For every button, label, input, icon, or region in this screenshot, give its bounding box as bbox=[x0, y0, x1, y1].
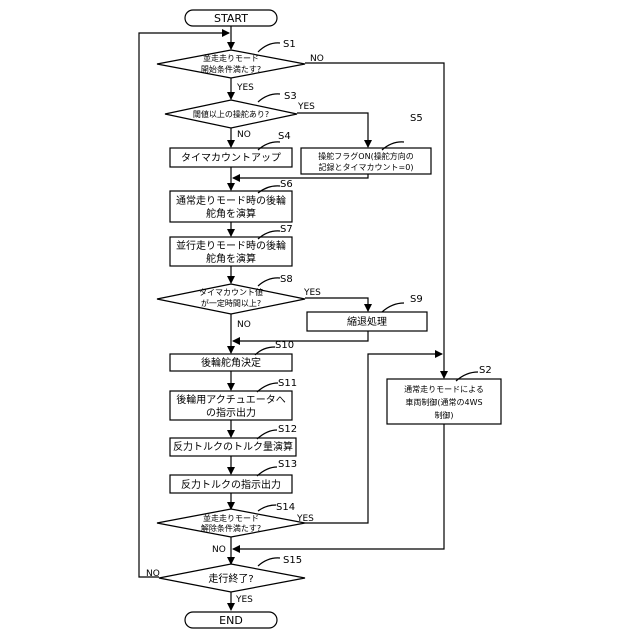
process-s7-line2: 舵角を演算 bbox=[206, 252, 256, 265]
process-s13: 反力トルクの指示出力 bbox=[170, 475, 292, 493]
decision-s8-yes-label: YES bbox=[303, 288, 321, 298]
decision-s15-yes-label: YES bbox=[235, 595, 253, 605]
process-s4-step: S4 bbox=[278, 131, 291, 142]
decision-s8-line2: が一定時間以上? bbox=[201, 298, 261, 308]
process-s2: 通常走りモードによる 車両制御(通常の4WS 制御) bbox=[387, 379, 501, 424]
decision-s1-line1: 並走走りモード bbox=[203, 53, 259, 63]
process-s4: タイマカウントアップ bbox=[170, 148, 292, 167]
decision-s14-line1: 並走走りモード bbox=[203, 513, 259, 523]
decision-s15-step: S15 bbox=[283, 555, 302, 566]
decision-s3-yes-label: YES bbox=[297, 102, 315, 112]
decision-s3-step-leader bbox=[258, 94, 280, 102]
process-s7-line1: 並行走りモード時の後輪 bbox=[176, 239, 286, 252]
decision-s8-no-label: NO bbox=[237, 320, 251, 330]
process-s10-line1: 後輪舵角決定 bbox=[201, 356, 261, 369]
decision-s3-step: S3 bbox=[284, 91, 297, 102]
terminal-end: END bbox=[185, 612, 277, 628]
process-s13-step: S13 bbox=[278, 459, 297, 470]
decision-s3-line1: 閾値以上の操舵あり? bbox=[193, 109, 269, 119]
process-s5: 操舵フラグON(操舵方向の 記録とタイマカウント=0) bbox=[301, 148, 431, 174]
decision-s14-line2: 解除条件満たす? bbox=[201, 523, 261, 533]
process-s5-line1: 操舵フラグON(操舵方向の bbox=[318, 151, 413, 161]
decision-s8-line1: タイマカウント値 bbox=[199, 287, 263, 297]
process-s9-line1: 縮退処理 bbox=[347, 315, 387, 328]
process-s11-line2: の指示出力 bbox=[206, 406, 256, 419]
decision-s8: タイマカウント値 が一定時間以上? bbox=[157, 284, 305, 314]
decision-s14-step: S14 bbox=[276, 502, 295, 513]
process-s12-step: S12 bbox=[278, 424, 297, 435]
decision-s1-yes-label: YES bbox=[236, 83, 254, 93]
decision-s1-line2: 開始条件満たす? bbox=[201, 64, 261, 74]
process-s2-line2: 車両制御(通常の4WS bbox=[405, 397, 482, 407]
process-s9: 縮退処理 bbox=[307, 312, 427, 331]
decision-s3: 閾値以上の操舵あり? bbox=[165, 100, 297, 128]
process-s9-step: S9 bbox=[410, 294, 423, 305]
decision-s14-step-leader bbox=[258, 505, 276, 511]
decision-s1-no-label: NO bbox=[310, 54, 324, 64]
decision-s8-step-leader bbox=[258, 278, 280, 286]
process-s6-line1: 通常走りモード時の後輪 bbox=[176, 194, 286, 207]
edge-s5-merge bbox=[233, 174, 368, 178]
process-s6-step: S6 bbox=[280, 179, 293, 190]
edge-s8-yes-s9 bbox=[305, 298, 368, 311]
decision-s15-no-label: NO bbox=[146, 569, 160, 579]
terminal-start-label: START bbox=[214, 12, 248, 25]
edge-s9-merge bbox=[233, 331, 368, 341]
process-s11-line1: 後輪用アクチュエータへ bbox=[176, 393, 286, 406]
process-s13-line1: 反力トルクの指示出力 bbox=[181, 478, 281, 491]
process-s7-step: S7 bbox=[280, 224, 293, 235]
terminal-end-label: END bbox=[219, 614, 243, 627]
decision-s14-no-label: NO bbox=[212, 545, 226, 555]
decision-s15-line1: 走行終了? bbox=[208, 572, 253, 585]
process-s9-step-leader bbox=[382, 303, 404, 312]
process-s12: 反力トルクのトルク量演算 bbox=[170, 438, 296, 456]
process-s11: 後輪用アクチュエータへ の指示出力 bbox=[170, 391, 292, 420]
decision-s8-step: S8 bbox=[280, 274, 293, 285]
decision-s3-no-label: NO bbox=[237, 130, 251, 140]
decision-s14-yes-label: YES bbox=[296, 514, 314, 524]
decision-s14: 並走走りモード 解除条件満たす? bbox=[157, 509, 305, 537]
process-s4-line1: タイマカウントアップ bbox=[181, 152, 281, 164]
process-s7: 並行走りモード時の後輪 舵角を演算 bbox=[170, 237, 292, 266]
terminal-start: START bbox=[185, 10, 277, 26]
decision-s1-step-leader bbox=[258, 43, 280, 52]
process-s5-line2: 記録とタイマカウント=0) bbox=[319, 162, 414, 172]
process-s12-line1: 反力トルクのトルク量演算 bbox=[173, 440, 293, 453]
process-s5-step: S5 bbox=[410, 113, 423, 124]
process-s2-line1: 通常走りモードによる bbox=[404, 384, 484, 394]
process-s6-line2: 舵角を演算 bbox=[206, 207, 256, 220]
process-s2-line3: 制御) bbox=[434, 410, 453, 420]
decision-s15: 走行終了? bbox=[159, 564, 305, 592]
process-s10: 後輪舵角決定 bbox=[170, 354, 292, 371]
decision-s15-step-leader bbox=[258, 558, 280, 566]
process-s11-step: S11 bbox=[278, 378, 297, 389]
process-s10-step: S10 bbox=[275, 340, 294, 351]
decision-s1: 並走走りモード 開始条件満たす? bbox=[157, 50, 305, 78]
process-s2-step: S2 bbox=[479, 365, 492, 376]
process-s6: 通常走りモード時の後輪 舵角を演算 bbox=[170, 191, 292, 222]
edge-s3-yes-s5 bbox=[297, 113, 368, 147]
decision-s1-step: S1 bbox=[283, 39, 296, 50]
